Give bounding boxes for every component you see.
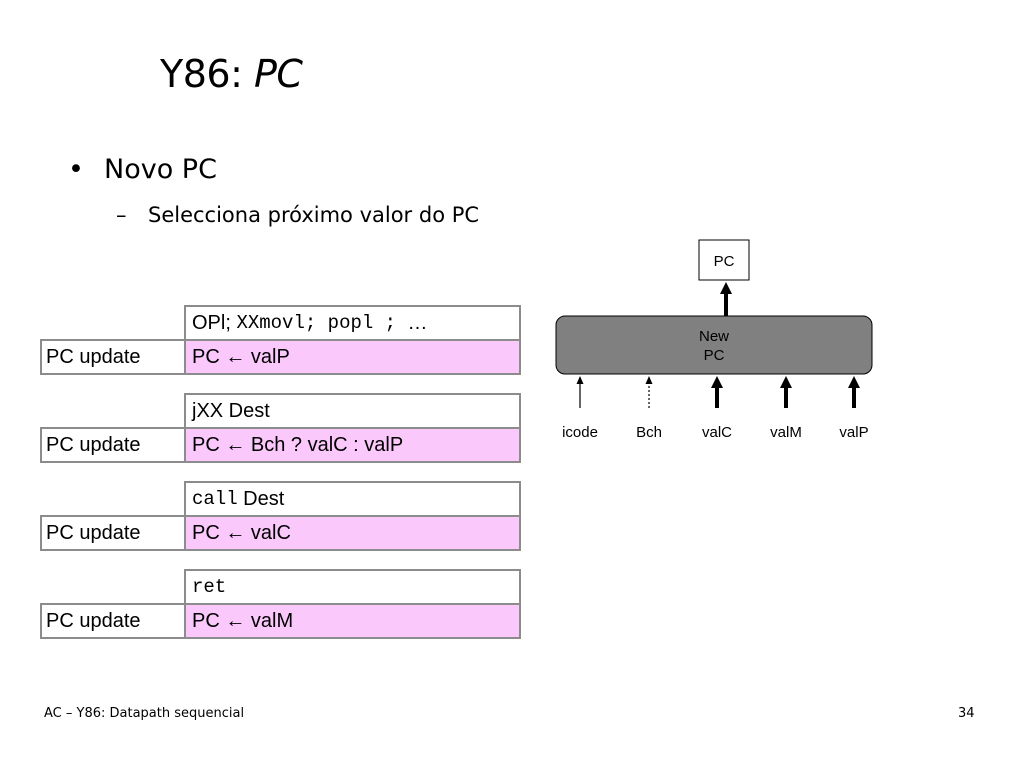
slide-title: Y86: PC (160, 48, 303, 100)
pc-update-action: PC ← valC (184, 515, 521, 551)
page-number: 34 (958, 706, 975, 721)
input-label-valp: valP (839, 424, 868, 441)
new-pc-line1: New (699, 328, 729, 345)
diagram-inputs: icode Bch valC valM valP (562, 376, 869, 441)
sub-bullet-marker: – (116, 203, 127, 227)
input-label-bch: Bch (636, 424, 662, 441)
new-pc-line2: PC (704, 347, 725, 364)
instruction-header: call Dest (184, 481, 521, 517)
instruction-header: OPl; XXmovl; popl ; … (184, 305, 521, 341)
sub-bullet-text: Selecciona próximo valor do PC (148, 203, 480, 227)
output-arrow-head (720, 282, 732, 294)
pc-register-box (698, 239, 750, 281)
bullet-item: • Novo PC (68, 150, 217, 190)
input-arrowhead-icode (576, 376, 584, 384)
title-italic: PC (253, 52, 303, 96)
new-pc-block (555, 315, 873, 375)
instruction-text: OPl; (192, 311, 237, 334)
sub-bullet-item: –Selecciona próximo valor do PC (116, 198, 479, 232)
instruction-code: XXmovl; popl ; (236, 312, 408, 334)
instruction-text: … (407, 311, 428, 334)
input-label-valm: valM (770, 424, 802, 441)
stage-label: PC update (40, 515, 186, 551)
instruction-header: jXX Dest (184, 393, 521, 429)
stage-label: PC update (40, 427, 186, 463)
input-arrowhead-valp (848, 376, 860, 388)
footer-course: AC – Y86: Datapath sequencial (44, 706, 245, 721)
input-label-icode: icode (562, 424, 598, 441)
stage-label: PC update (40, 603, 186, 639)
instruction-text: Dest (237, 487, 285, 510)
pc-update-action: PC ← valM (184, 603, 521, 639)
instruction-code: call (192, 488, 238, 510)
new-pc-diagram: PC New PC icode Bch valC valM valP (555, 239, 873, 441)
input-arrowhead-valm (780, 376, 792, 388)
instruction-header: ret (184, 569, 521, 605)
bullet-marker: • (68, 154, 84, 185)
title-prefix: Y86: (160, 52, 254, 96)
input-arrowhead-bch (645, 376, 653, 384)
input-label-valc: valC (702, 424, 732, 441)
pc-update-action: PC ← Bch ? valC : valP (184, 427, 521, 463)
input-arrowhead-valc (711, 376, 723, 388)
stage-label: PC update (40, 339, 186, 375)
pc-update-action: PC ← valP (184, 339, 521, 375)
instruction-text: jXX Dest (192, 399, 270, 422)
pc-register-label: PC (714, 253, 735, 270)
instruction-code: ret (192, 576, 227, 598)
bullet-text: Novo PC (104, 154, 217, 185)
